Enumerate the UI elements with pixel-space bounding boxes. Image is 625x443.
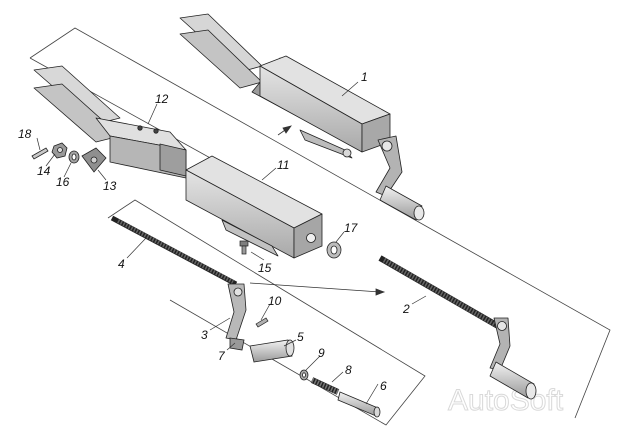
callout-13: 13 [103, 179, 117, 193]
callout-1: 1 [361, 70, 368, 84]
mounting-arrows [249, 125, 386, 296]
part-10-screw [255, 317, 269, 328]
part-8-spring [310, 377, 340, 395]
callout-labels: 1 2 3 4 5 6 7 8 9 10 11 12 13 14 15 16 1… [18, 70, 410, 393]
callout-11: 11 [277, 158, 289, 172]
part-18-pin [31, 147, 49, 160]
leader-lines [36, 81, 427, 405]
callout-9: 9 [318, 346, 325, 360]
part-13-plate [81, 147, 107, 173]
part-2-screw-assembly [378, 255, 537, 400]
part-4-lead-screw [110, 215, 238, 287]
part-9-ring [299, 369, 309, 381]
callout-6: 6 [380, 379, 387, 393]
part-6-shaft-pin [337, 391, 381, 418]
callout-2: 2 [402, 302, 410, 316]
callout-15: 15 [258, 261, 272, 275]
part-16-ring [68, 150, 80, 164]
part-15-bolt [239, 240, 249, 255]
part-3-crank-lever [225, 283, 247, 341]
callout-16: 16 [56, 175, 70, 189]
part-17-washer [326, 241, 342, 259]
part-1-housing-upper [179, 13, 425, 221]
callout-3: 3 [201, 328, 208, 342]
part-11-housing-lower [185, 155, 323, 259]
callout-12: 12 [155, 92, 169, 106]
callout-18: 18 [18, 127, 32, 141]
part-12-slide-rail [33, 65, 187, 179]
callout-4: 4 [118, 257, 125, 271]
callout-5: 5 [297, 330, 304, 344]
callout-17: 17 [344, 221, 359, 235]
callout-14: 14 [37, 164, 51, 178]
part-5-sleeve [249, 339, 295, 363]
part-7-bushing [229, 337, 245, 351]
watermark: AutoSoft [448, 384, 564, 417]
part-14-nut [51, 142, 68, 159]
callout-8: 8 [345, 363, 352, 377]
callout-7: 7 [218, 349, 226, 363]
callout-10: 10 [268, 294, 282, 308]
